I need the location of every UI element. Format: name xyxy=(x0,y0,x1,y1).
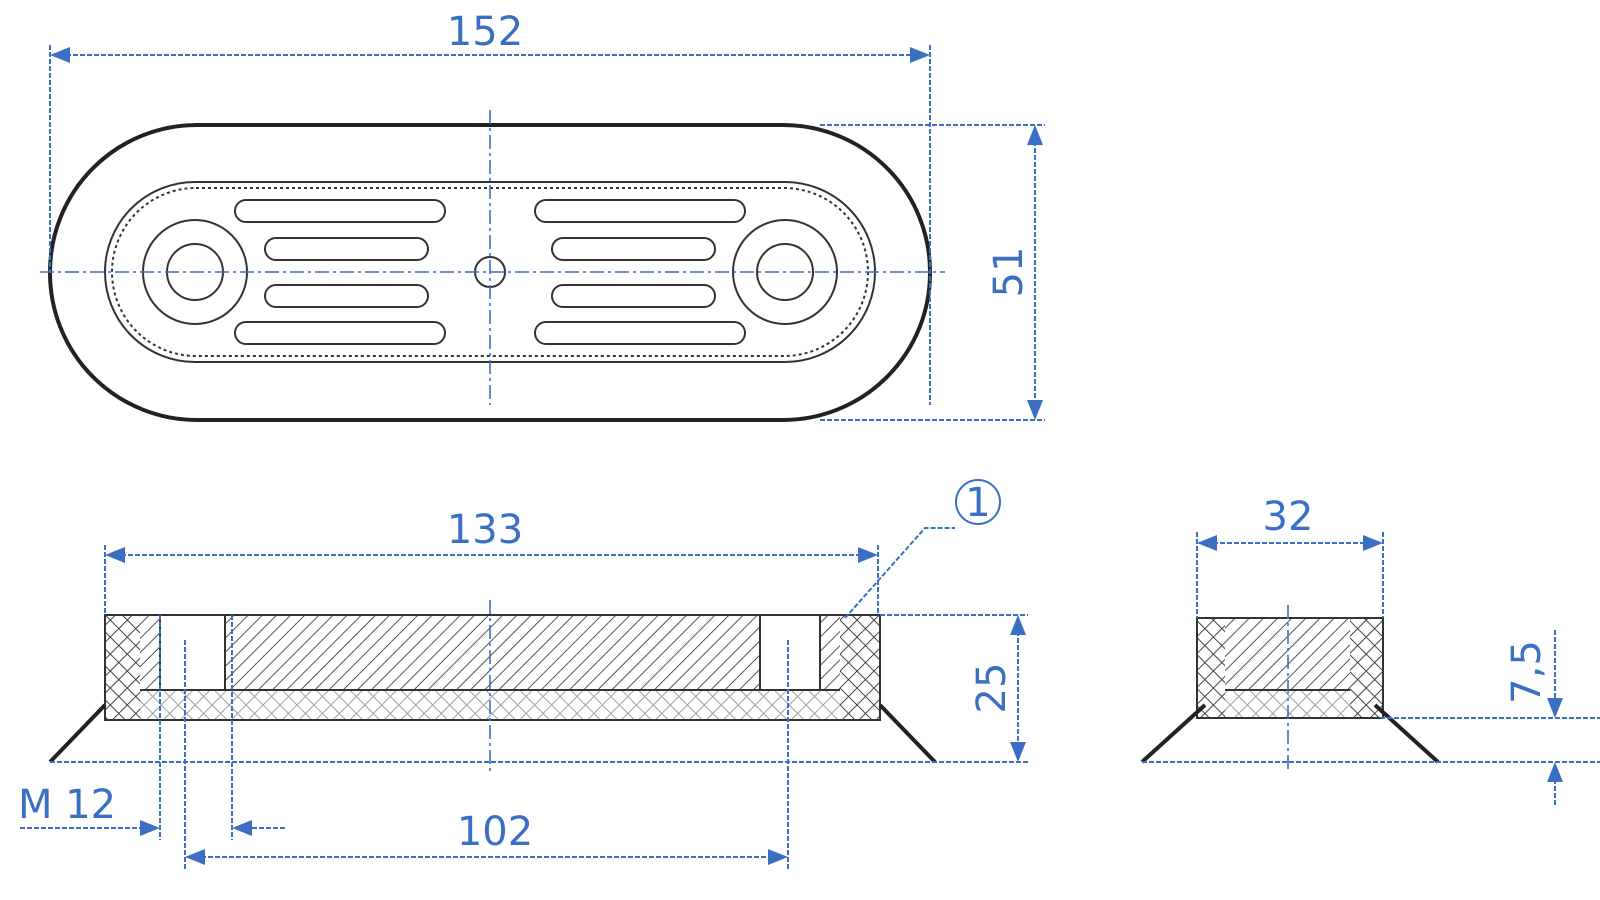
dimension-label: M 12 xyxy=(18,782,116,828)
dimension-label: 51 xyxy=(986,247,1032,298)
dimension-32: 32 xyxy=(1196,494,1384,618)
dimension-label: 25 xyxy=(969,663,1015,714)
callout-1: 1 xyxy=(844,479,1001,619)
top-view: 152 51 xyxy=(40,9,1045,422)
dimension-label: 7,5 xyxy=(1504,640,1550,704)
dimension-label: 102 xyxy=(457,809,533,855)
side-view: 133 25 1 M 12 102 xyxy=(18,479,1028,870)
dimension-51: 51 xyxy=(820,124,1045,421)
dimension-25: 25 xyxy=(880,614,1028,762)
dimension-133: 133 xyxy=(104,507,879,615)
suction-skirt xyxy=(48,703,937,764)
dimension-152: 152 xyxy=(49,9,931,405)
dimension-label: 133 xyxy=(447,507,523,553)
end-view: 32 7,5 xyxy=(1140,494,1600,805)
dimension-m12: M 12 xyxy=(18,615,285,840)
suction-skirt xyxy=(1140,703,1440,764)
slots xyxy=(234,199,746,345)
dimension-102: 102 xyxy=(184,640,789,870)
callout-label: 1 xyxy=(965,480,990,526)
dimension-label: 152 xyxy=(447,9,523,55)
dimension-label: 32 xyxy=(1263,494,1314,540)
dimension-7-5: 7,5 xyxy=(1380,630,1600,805)
